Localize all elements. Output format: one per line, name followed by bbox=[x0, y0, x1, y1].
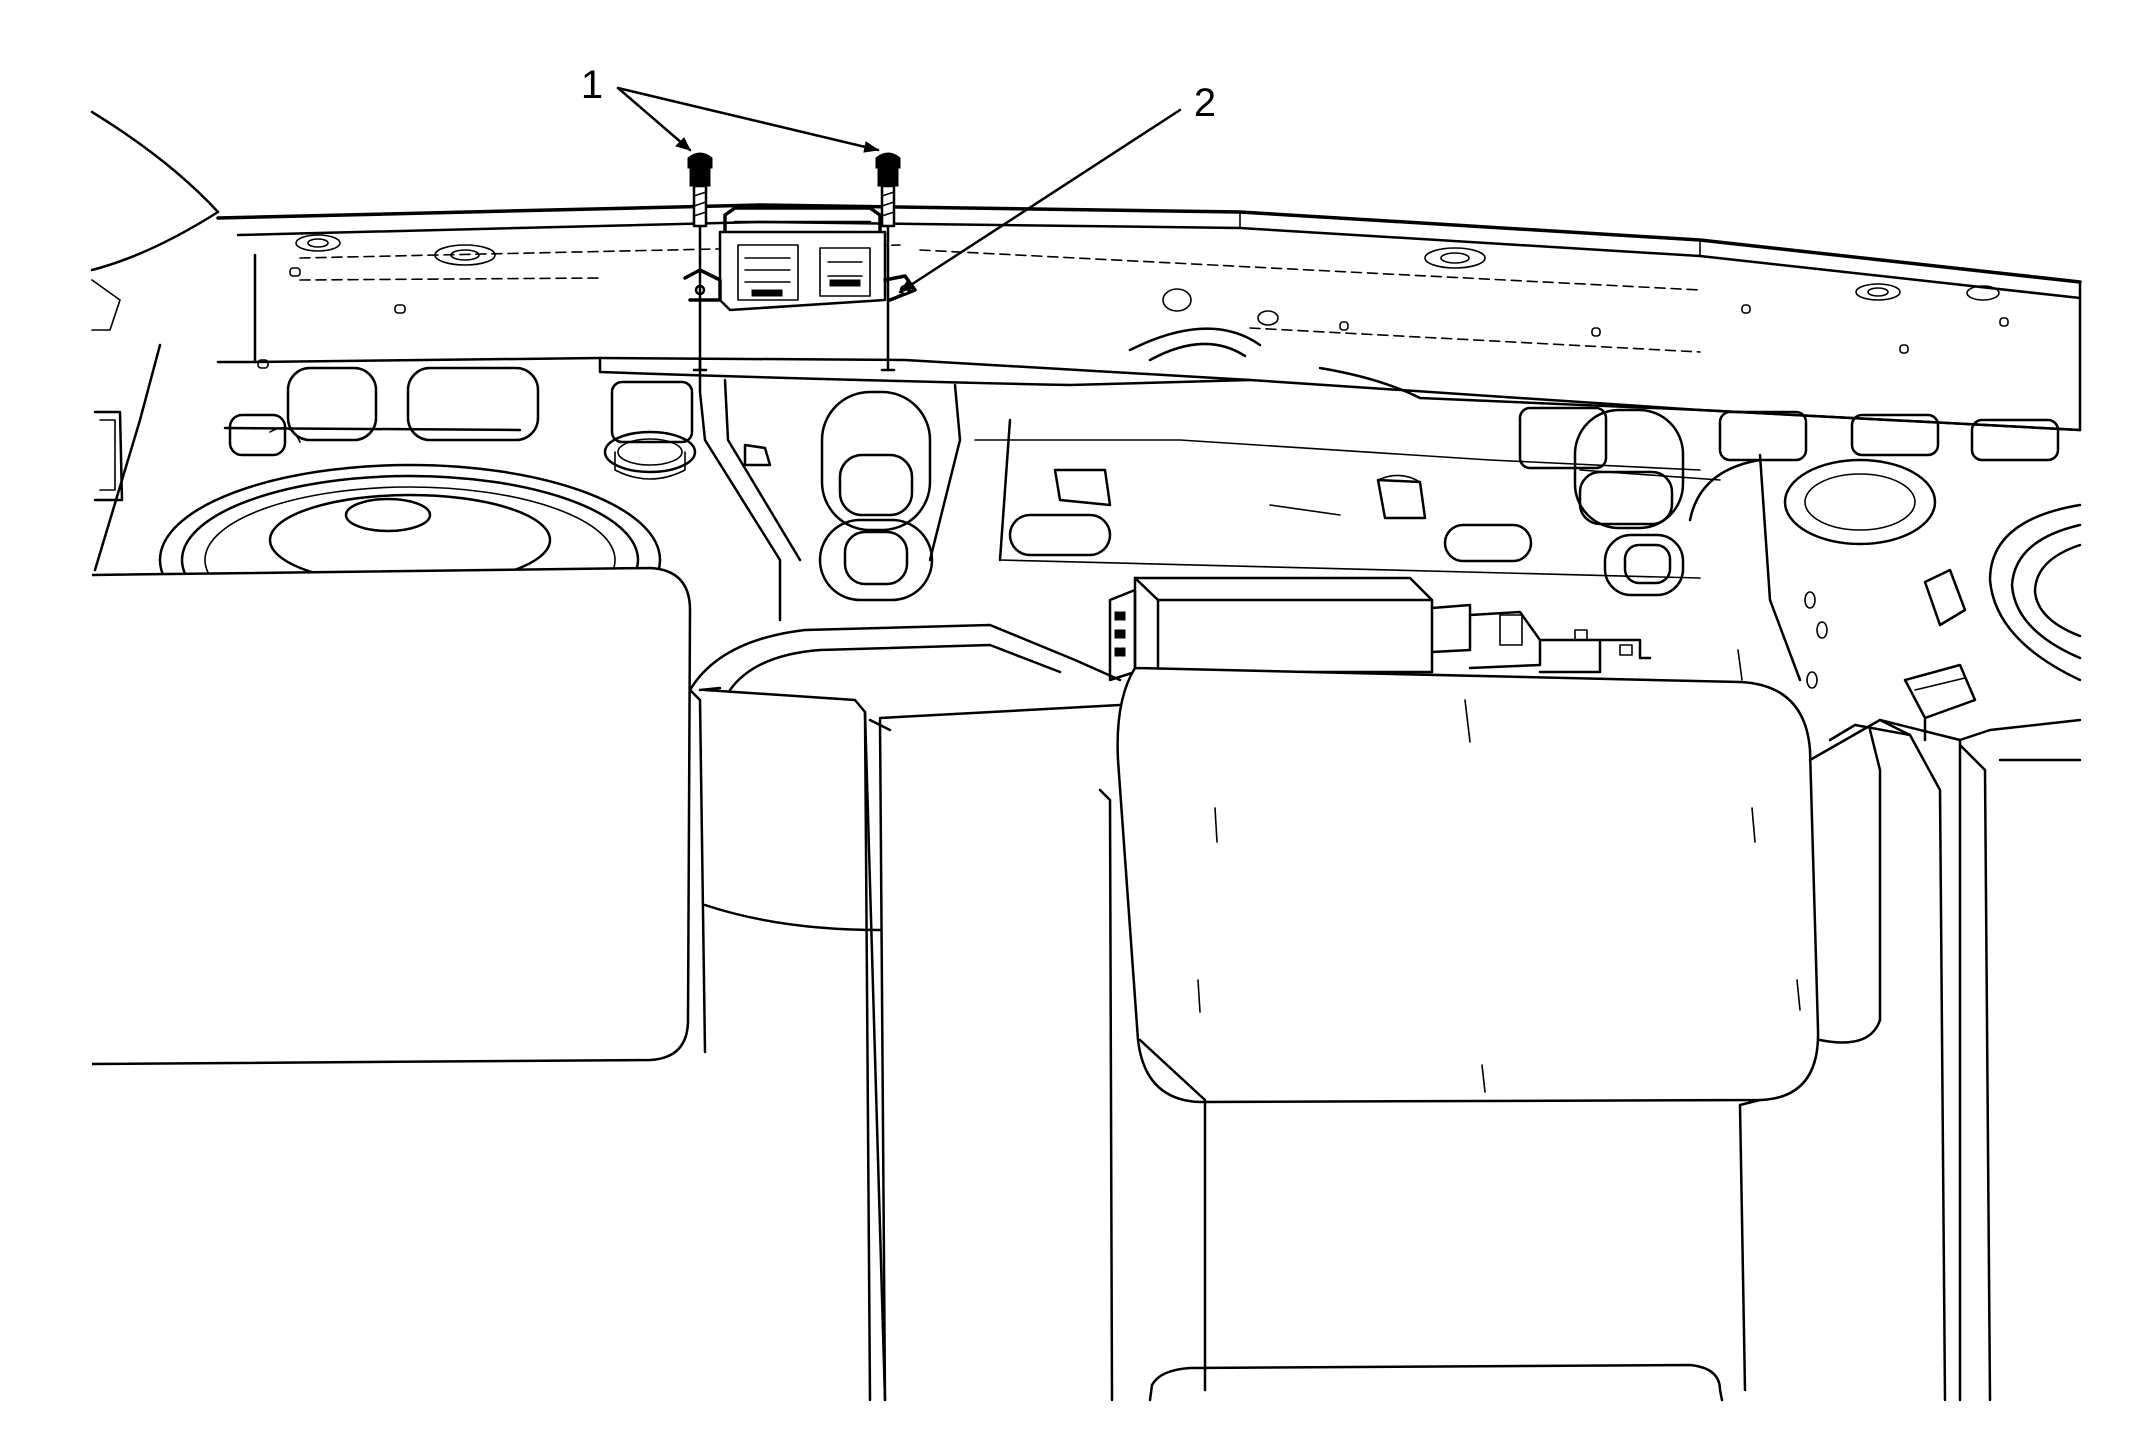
rear-parcel-shelf bbox=[216, 203, 2082, 432]
fastener-left bbox=[687, 152, 713, 372]
right-speaker bbox=[1903, 503, 2082, 742]
fastener-right bbox=[875, 152, 901, 372]
callout-2-label: 2 bbox=[1194, 81, 1216, 125]
center-seatback bbox=[878, 703, 2082, 1402]
rear-window-edge bbox=[90, 110, 220, 331]
package-tray bbox=[93, 343, 2082, 713]
center-headrest bbox=[1116, 666, 1820, 1104]
callout-2-leader bbox=[898, 108, 1182, 294]
callout-1-leaders bbox=[616, 86, 880, 153]
fasteners bbox=[687, 152, 901, 372]
left-seatback bbox=[91, 566, 892, 1402]
module-bracket bbox=[683, 206, 917, 312]
tray-center-curves bbox=[688, 623, 1122, 692]
callout-1-label: 1 bbox=[581, 63, 603, 107]
rear-center-module bbox=[1108, 576, 1652, 682]
